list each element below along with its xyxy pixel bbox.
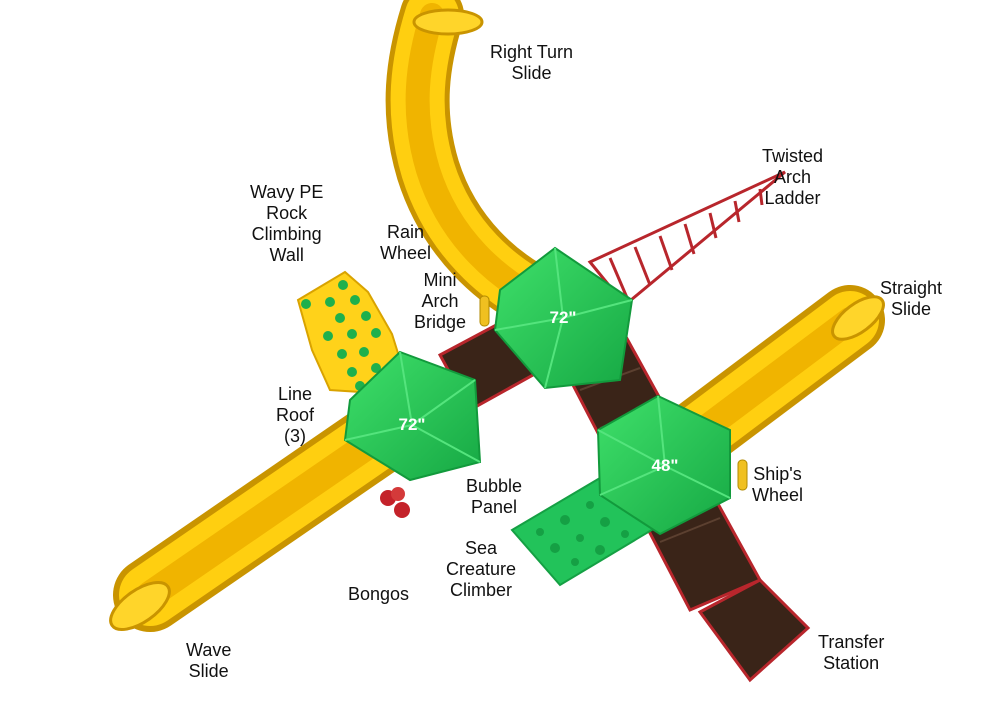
rain-wheel (479, 295, 490, 327)
twisted-arch-ladder (587, 170, 786, 308)
label-right-turn-slide: Right Turn Slide (490, 42, 574, 83)
roof-height-right: 48" (652, 456, 679, 475)
label-bongos: Bongos (348, 584, 410, 604)
roof-top: 72" (493, 246, 634, 390)
wave-slide (109, 393, 427, 632)
right-turn-slide (385, 0, 572, 332)
roof-height-left: 72" (399, 415, 426, 434)
label-twisted-arch-ladder: Twisted Arch Ladder (762, 146, 824, 208)
label-sea-creature-climber: Sea Creature Climber (446, 538, 517, 600)
label-ships-wheel: Ship's Wheel (752, 464, 804, 505)
ships-wheel (737, 459, 748, 491)
label-bubble-panel: Bubble Panel (466, 476, 523, 517)
roof-height-top: 72" (550, 308, 577, 327)
label-line-roof: Line Roof (3) (276, 384, 315, 446)
straight-slide (655, 285, 885, 475)
label-wave-slide: Wave Slide (186, 640, 232, 681)
label-transfer-station: Transfer Station (818, 632, 885, 673)
label-wavy-pe-rock-climbing-wall: Wavy PE Rock Climbing Wall (250, 182, 324, 265)
roof-left: 72" (343, 350, 482, 482)
roof-right: 48" (596, 394, 731, 536)
label-mini-arch-bridge: Mini Arch Bridge (414, 270, 467, 332)
label-rain-wheel: Rain Wheel (380, 222, 432, 263)
bongos (380, 487, 410, 518)
label-straight-slide: Straight Slide (880, 278, 943, 319)
